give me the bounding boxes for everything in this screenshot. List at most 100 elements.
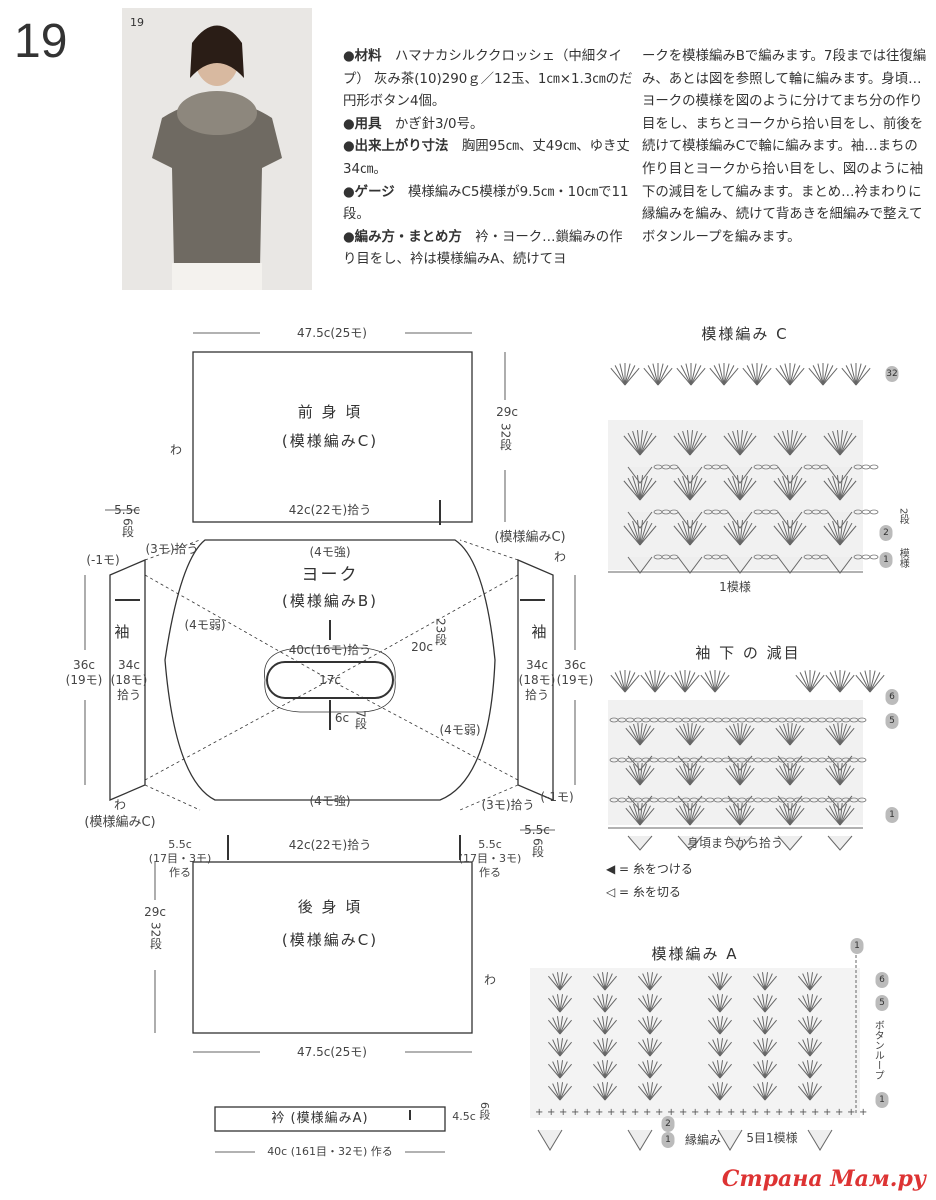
chart-a-fan xyxy=(719,1082,724,1101)
sleeve-top-fan xyxy=(614,672,626,693)
chart-a-fan xyxy=(764,1060,769,1079)
sleeve-fan xyxy=(633,763,641,786)
chart-a-fan xyxy=(809,1063,822,1079)
chart-c-top-fan xyxy=(756,365,768,386)
left-sleeve-title: 袖 xyxy=(114,623,132,641)
chart-a-fan xyxy=(809,1041,822,1057)
sleeve-fan xyxy=(689,767,705,786)
chart-c-title: 模様編み C xyxy=(701,325,789,343)
chart-a-fan xyxy=(764,1063,777,1079)
chart-a-fan xyxy=(753,1063,766,1079)
chart-c-fan xyxy=(689,430,693,456)
chart-c-chain xyxy=(861,509,871,515)
instructions-column-2: ークを模様編みBで編みます。7段までは往復編み、あとは図を参照して輪に編みます。… xyxy=(642,49,927,245)
chart-a-fan xyxy=(604,1063,617,1079)
sleeve-top-fan xyxy=(869,670,876,693)
sleeve-fan xyxy=(787,723,791,746)
chart-c-fan xyxy=(687,430,691,456)
opening-length: 6c xyxy=(334,711,350,725)
chart-c-fan xyxy=(737,430,741,456)
chart-c-fan xyxy=(832,430,841,456)
sleeve-top-fan xyxy=(809,674,825,693)
left-sleeve-fold: わ xyxy=(113,798,127,812)
chart-c-fan xyxy=(732,520,741,546)
left-gusset-rows: 6段 xyxy=(120,518,135,538)
sleeve-top-fan xyxy=(714,674,730,693)
chart-a-fan xyxy=(604,973,613,991)
sleeve-v xyxy=(727,835,753,851)
chart-a-fan xyxy=(757,1017,766,1035)
chart-a-sc-mark: + xyxy=(535,1107,543,1118)
pickup-m: (18モ) xyxy=(110,673,148,687)
chart-a-fan xyxy=(559,1082,564,1101)
chart-a-fan xyxy=(649,1016,654,1035)
sleeve-top-fan xyxy=(624,672,636,693)
sleeve-fan xyxy=(689,805,701,826)
chart-a-fan xyxy=(548,1085,561,1101)
yoke-pattern: (模様編みB) xyxy=(282,592,378,610)
sleeve-fan xyxy=(639,805,651,826)
chart-a-fan xyxy=(757,973,766,991)
chart-a-sc-mark: + xyxy=(859,1107,867,1118)
chart-a-fan xyxy=(559,1060,564,1079)
sleeve-fan xyxy=(789,727,805,746)
chart-c-fan xyxy=(789,475,793,501)
chart-a-sc-mark: + xyxy=(739,1107,747,1118)
chart-a-fan xyxy=(806,1038,811,1057)
right-sleeve-dec: (-1モ) xyxy=(540,790,574,804)
chart-c-fan xyxy=(723,525,741,546)
chart-c-fan xyxy=(839,435,857,456)
sleeve-top-fan xyxy=(624,674,640,693)
chart-c-fan xyxy=(773,525,791,546)
chart-a-fan xyxy=(802,973,811,991)
chart-a-fan xyxy=(809,994,814,1013)
chart-a-fan xyxy=(764,1082,769,1101)
chart-sleeve-pickup: 身頃まちから拾う xyxy=(686,836,784,850)
chart-sleeve-row-5: 5 xyxy=(885,713,899,729)
chart-a-fan xyxy=(764,972,769,991)
chart-c-rows-label: 2段 xyxy=(897,508,909,525)
chart-a-fan xyxy=(556,1016,561,1035)
back-gusset-right: 5.5c(17目・3モ)作る xyxy=(459,838,522,879)
chart-c-fan xyxy=(689,522,703,546)
chart-a-fan xyxy=(601,972,606,991)
chart-c-v xyxy=(727,466,753,484)
chart-c-v xyxy=(777,556,803,574)
chart-a-fan xyxy=(649,1063,662,1079)
chart-c-v xyxy=(627,466,653,484)
chart-a-fan xyxy=(638,1019,651,1035)
sleeve-fan xyxy=(839,723,847,746)
back-title: 後 身 頃 xyxy=(297,898,363,916)
gauge-text: 模様編みC5模様が9.5㎝・10㎝で11段。 xyxy=(343,184,629,223)
chart-c-top-fan xyxy=(723,367,739,386)
chart-a-fan xyxy=(604,1061,613,1079)
chart-c-top-fan xyxy=(652,363,659,386)
sleeve-fan xyxy=(637,723,641,746)
sleeve-top-fan xyxy=(869,672,881,693)
yoke-bottom: (4モ強) xyxy=(309,794,351,808)
chart-a-edge-2: 2 xyxy=(661,1116,675,1132)
chart-c-fan xyxy=(739,475,743,501)
opening-rows: 7段 xyxy=(353,710,368,730)
chart-c-fan xyxy=(627,432,641,456)
chart-a-edging-v xyxy=(537,1129,563,1151)
chart-c-fan xyxy=(789,430,793,456)
chart-a-fan xyxy=(638,1041,651,1057)
left-sleeve-pickup: 34c(18モ)拾う xyxy=(111,658,148,703)
sleeve-fan xyxy=(789,805,801,826)
chart-a-fan xyxy=(556,1060,561,1079)
chart-c-fan xyxy=(687,475,691,501)
chart-a-fan xyxy=(806,1060,811,1079)
sleeve-fan xyxy=(689,723,697,746)
chart-a-fan xyxy=(604,1038,609,1057)
model-photo: 19 xyxy=(122,8,312,290)
chart-a-fan xyxy=(559,994,564,1013)
chart-c-fan xyxy=(689,432,703,456)
chart-c-fan xyxy=(689,430,698,456)
chart-c-fan xyxy=(739,520,748,546)
chart-a-fan xyxy=(716,1016,721,1035)
chart-a-fan xyxy=(719,1017,728,1035)
chart-c-top-fan xyxy=(624,363,631,386)
chart-c-fan xyxy=(823,435,841,456)
sleeve-top-fan xyxy=(644,672,656,693)
